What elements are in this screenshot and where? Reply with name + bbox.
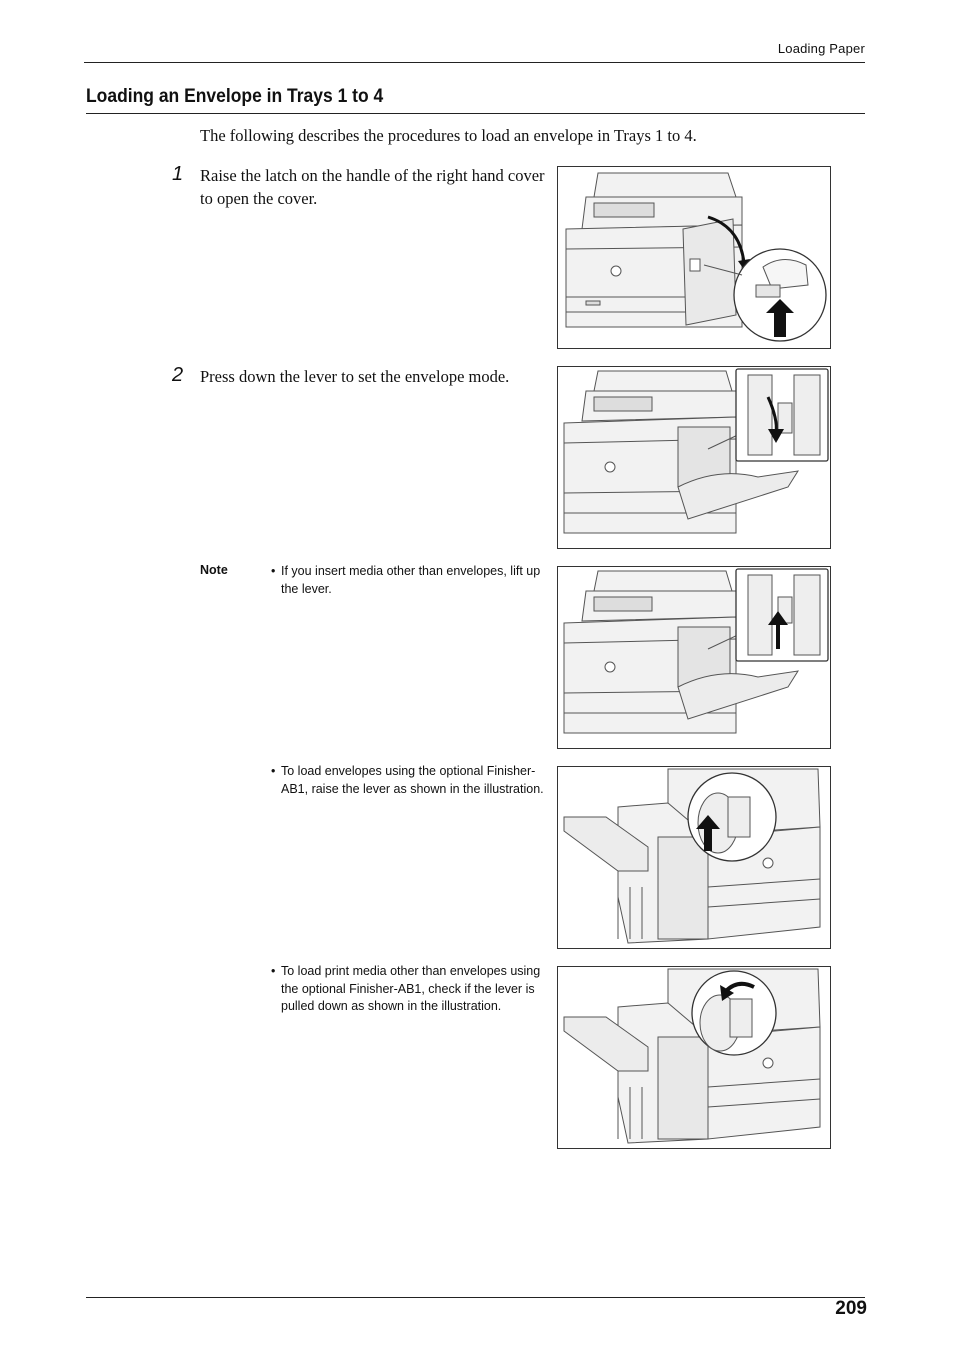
printer-illustration-3: [563, 568, 829, 734]
figure-finisher-raise-lever: [557, 766, 831, 949]
note-bullet: •: [271, 564, 276, 578]
printer-illustration-1: [565, 172, 827, 342]
note-item-text: To load envelopes using the optional Fin…: [281, 764, 544, 796]
figure-press-down-lever: [557, 366, 831, 549]
note-item-2: • To load envelopes using the optional F…: [271, 763, 549, 798]
section-title: Loading an Envelope in Trays 1 to 4: [86, 86, 384, 107]
header-rule: [84, 62, 865, 63]
step-1-number: 1: [172, 163, 184, 185]
figure-finisher-lever-down: [557, 966, 831, 1149]
note-item-1: • If you insert media other than envelop…: [271, 563, 549, 598]
running-head: Loading Paper: [777, 41, 865, 56]
finisher-illustration-1: [563, 768, 821, 944]
step-2-text: Press down the lever to set the envelope…: [200, 367, 510, 386]
note-item-text: If you insert media other than envelopes…: [281, 564, 541, 596]
note-item-3: • To load print media other than envelop…: [271, 963, 549, 1016]
step-2-number: 2: [172, 364, 184, 386]
note-bullet: •: [271, 964, 276, 978]
footer-rule: [86, 1297, 865, 1298]
step-1-text: Raise the latch on the handle of the rig…: [200, 166, 545, 208]
figure-lift-up-lever: [557, 566, 831, 749]
figure-open-right-cover: [557, 166, 831, 349]
printer-illustration-2: [563, 368, 829, 534]
section-rule: [86, 113, 865, 114]
note-item-text: To load print media other than envelopes…: [281, 964, 541, 1013]
finisher-illustration-2: [563, 968, 821, 1144]
note-bullet: •: [271, 764, 276, 778]
page-number: 209: [835, 1298, 867, 1319]
note-label: Note: [200, 563, 228, 577]
intro-paragraph: The following describes the procedures t…: [200, 126, 697, 145]
